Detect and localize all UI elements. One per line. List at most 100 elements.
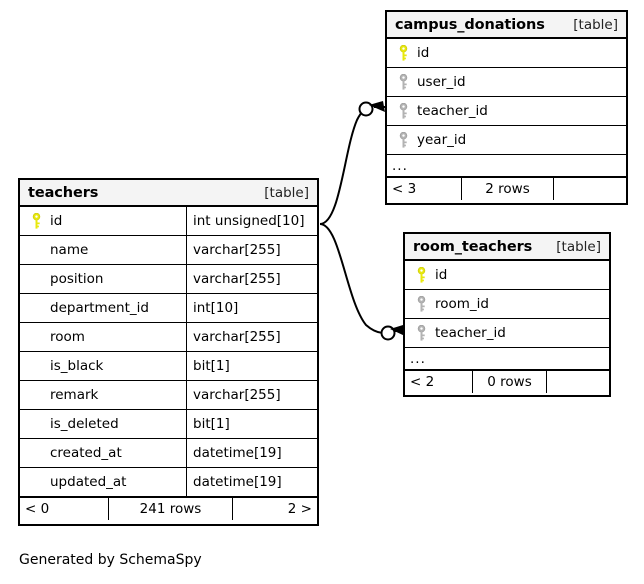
- column-name-label: name: [50, 242, 89, 258]
- column-type-cell: datetime[19]: [186, 468, 317, 496]
- table-footer-campus-donations: < 3 2 rows: [387, 177, 626, 200]
- table-row[interactable]: department_id int[10]: [20, 294, 317, 323]
- table-row[interactable]: teacher_id: [405, 319, 609, 348]
- column-name-label: is_black: [50, 358, 104, 374]
- primary-key-icon: [26, 212, 46, 230]
- column-type-cell: varchar[255]: [186, 381, 317, 409]
- column-name-cell: is_black: [20, 352, 186, 380]
- table-row[interactable]: created_at datetime[19]: [20, 439, 317, 468]
- table-kind-campus-donations: [table]: [573, 16, 618, 33]
- column-name-label: created_at: [50, 445, 122, 461]
- column-name-label: user_id: [417, 74, 466, 90]
- table-footer-room-teachers: < 2 0 rows: [405, 370, 609, 393]
- column-name-label: id: [417, 45, 430, 61]
- column-type-cell: datetime[19]: [186, 439, 317, 467]
- table-title-room-teachers: room_teachers: [413, 238, 533, 255]
- generated-by-caption: Generated by SchemaSpy: [19, 552, 202, 568]
- column-type-cell: varchar[255]: [186, 265, 317, 293]
- column-name-cell: year_id: [387, 126, 626, 154]
- relationship-line-room-teachers: [319, 223, 385, 334]
- more-columns-indicator: ...: [387, 155, 626, 177]
- row-count-label: 0 rows: [473, 371, 547, 393]
- column-name-label: department_id: [50, 300, 149, 316]
- relationship-arrow-campus-donations: [369, 101, 385, 112]
- row-count-label: 2 rows: [462, 178, 554, 200]
- prev-page-button[interactable]: < 3: [387, 178, 462, 200]
- foreign-key-icon: [393, 131, 413, 149]
- table-row[interactable]: remark varchar[255]: [20, 381, 317, 410]
- next-page-button[interactable]: [554, 178, 626, 200]
- column-name-cell: remark: [20, 381, 186, 409]
- table-row[interactable]: year_id: [387, 126, 626, 155]
- column-type-cell: varchar[255]: [186, 323, 317, 351]
- column-name-label: id: [50, 213, 63, 229]
- primary-key-icon: [393, 44, 413, 62]
- foreign-key-icon: [393, 73, 413, 91]
- column-name-label: room: [50, 329, 85, 345]
- column-type-cell: bit[1]: [186, 352, 317, 380]
- relationship-crow-circle-room-teachers: [380, 325, 396, 341]
- table-campus-donations[interactable]: campus_donations [table] id: [385, 10, 628, 205]
- table-header-teachers: teachers [table]: [20, 180, 317, 207]
- column-name-label: is_deleted: [50, 416, 119, 432]
- table-kind-teachers: [table]: [264, 184, 309, 201]
- column-name-label: id: [435, 267, 448, 283]
- more-columns-indicator: ...: [405, 348, 609, 370]
- column-name-cell: id: [387, 39, 626, 67]
- table-row[interactable]: position varchar[255]: [20, 265, 317, 294]
- column-name-cell: teacher_id: [405, 319, 609, 347]
- column-type-cell: bit[1]: [186, 410, 317, 438]
- column-type-cell: varchar[255]: [186, 236, 317, 264]
- column-name-cell: updated_at: [20, 468, 186, 496]
- column-name-cell: user_id: [387, 68, 626, 96]
- table-row[interactable]: room varchar[255]: [20, 323, 317, 352]
- table-row[interactable]: updated_at datetime[19]: [20, 468, 317, 497]
- table-header-room-teachers: room_teachers [table]: [405, 234, 609, 261]
- column-name-cell: room_id: [405, 290, 609, 318]
- column-name-cell: created_at: [20, 439, 186, 467]
- column-name-label: position: [50, 271, 104, 287]
- column-name-cell: id: [405, 261, 609, 289]
- column-name-cell: teacher_id: [387, 97, 626, 125]
- table-row[interactable]: id: [405, 261, 609, 290]
- prev-page-button[interactable]: < 2: [405, 371, 473, 393]
- column-name-label: teacher_id: [417, 103, 488, 119]
- table-row[interactable]: is_deleted bit[1]: [20, 410, 317, 439]
- foreign-key-icon: [393, 102, 413, 120]
- next-page-button[interactable]: [547, 371, 609, 393]
- table-row[interactable]: user_id: [387, 68, 626, 97]
- primary-key-icon: [411, 266, 431, 284]
- table-row[interactable]: room_id: [405, 290, 609, 319]
- column-name-label: remark: [50, 387, 99, 403]
- next-page-button[interactable]: 2 >: [287, 501, 312, 517]
- relationship-crow-circle-campus-donations: [358, 101, 374, 117]
- table-teachers[interactable]: teachers [table] id int unsigned[10]: [18, 178, 319, 526]
- relationship-line-campus-donations: [319, 106, 371, 225]
- column-name-cell: is_deleted: [20, 410, 186, 438]
- prev-page-button[interactable]: < 0: [20, 498, 109, 520]
- foreign-key-icon: [411, 324, 431, 342]
- table-row[interactable]: teacher_id: [387, 97, 626, 126]
- column-type-cell: int[10]: [186, 294, 317, 322]
- row-count-label: 241 rows: [109, 498, 233, 520]
- table-row[interactable]: id: [387, 39, 626, 68]
- table-row[interactable]: is_black bit[1]: [20, 352, 317, 381]
- foreign-key-icon: [411, 295, 431, 313]
- table-room-teachers[interactable]: room_teachers [table] id: [403, 232, 611, 397]
- table-header-campus-donations: campus_donations [table]: [387, 12, 626, 39]
- table-title-campus-donations: campus_donations: [395, 16, 545, 33]
- column-name-label: teacher_id: [435, 325, 506, 341]
- table-row[interactable]: id int unsigned[10]: [20, 207, 317, 236]
- table-kind-room-teachers: [table]: [556, 238, 601, 255]
- table-row[interactable]: name varchar[255]: [20, 236, 317, 265]
- column-name-cell: room: [20, 323, 186, 351]
- table-footer-teachers: < 0 241 rows 2 >: [20, 497, 317, 520]
- column-type-cell: int unsigned[10]: [186, 207, 317, 235]
- column-name-label: room_id: [435, 296, 489, 312]
- column-name-cell: id: [20, 207, 186, 235]
- column-name-cell: position: [20, 265, 186, 293]
- column-name-label: updated_at: [50, 474, 127, 490]
- column-name-label: year_id: [417, 132, 467, 148]
- table-title-teachers: teachers: [28, 184, 99, 201]
